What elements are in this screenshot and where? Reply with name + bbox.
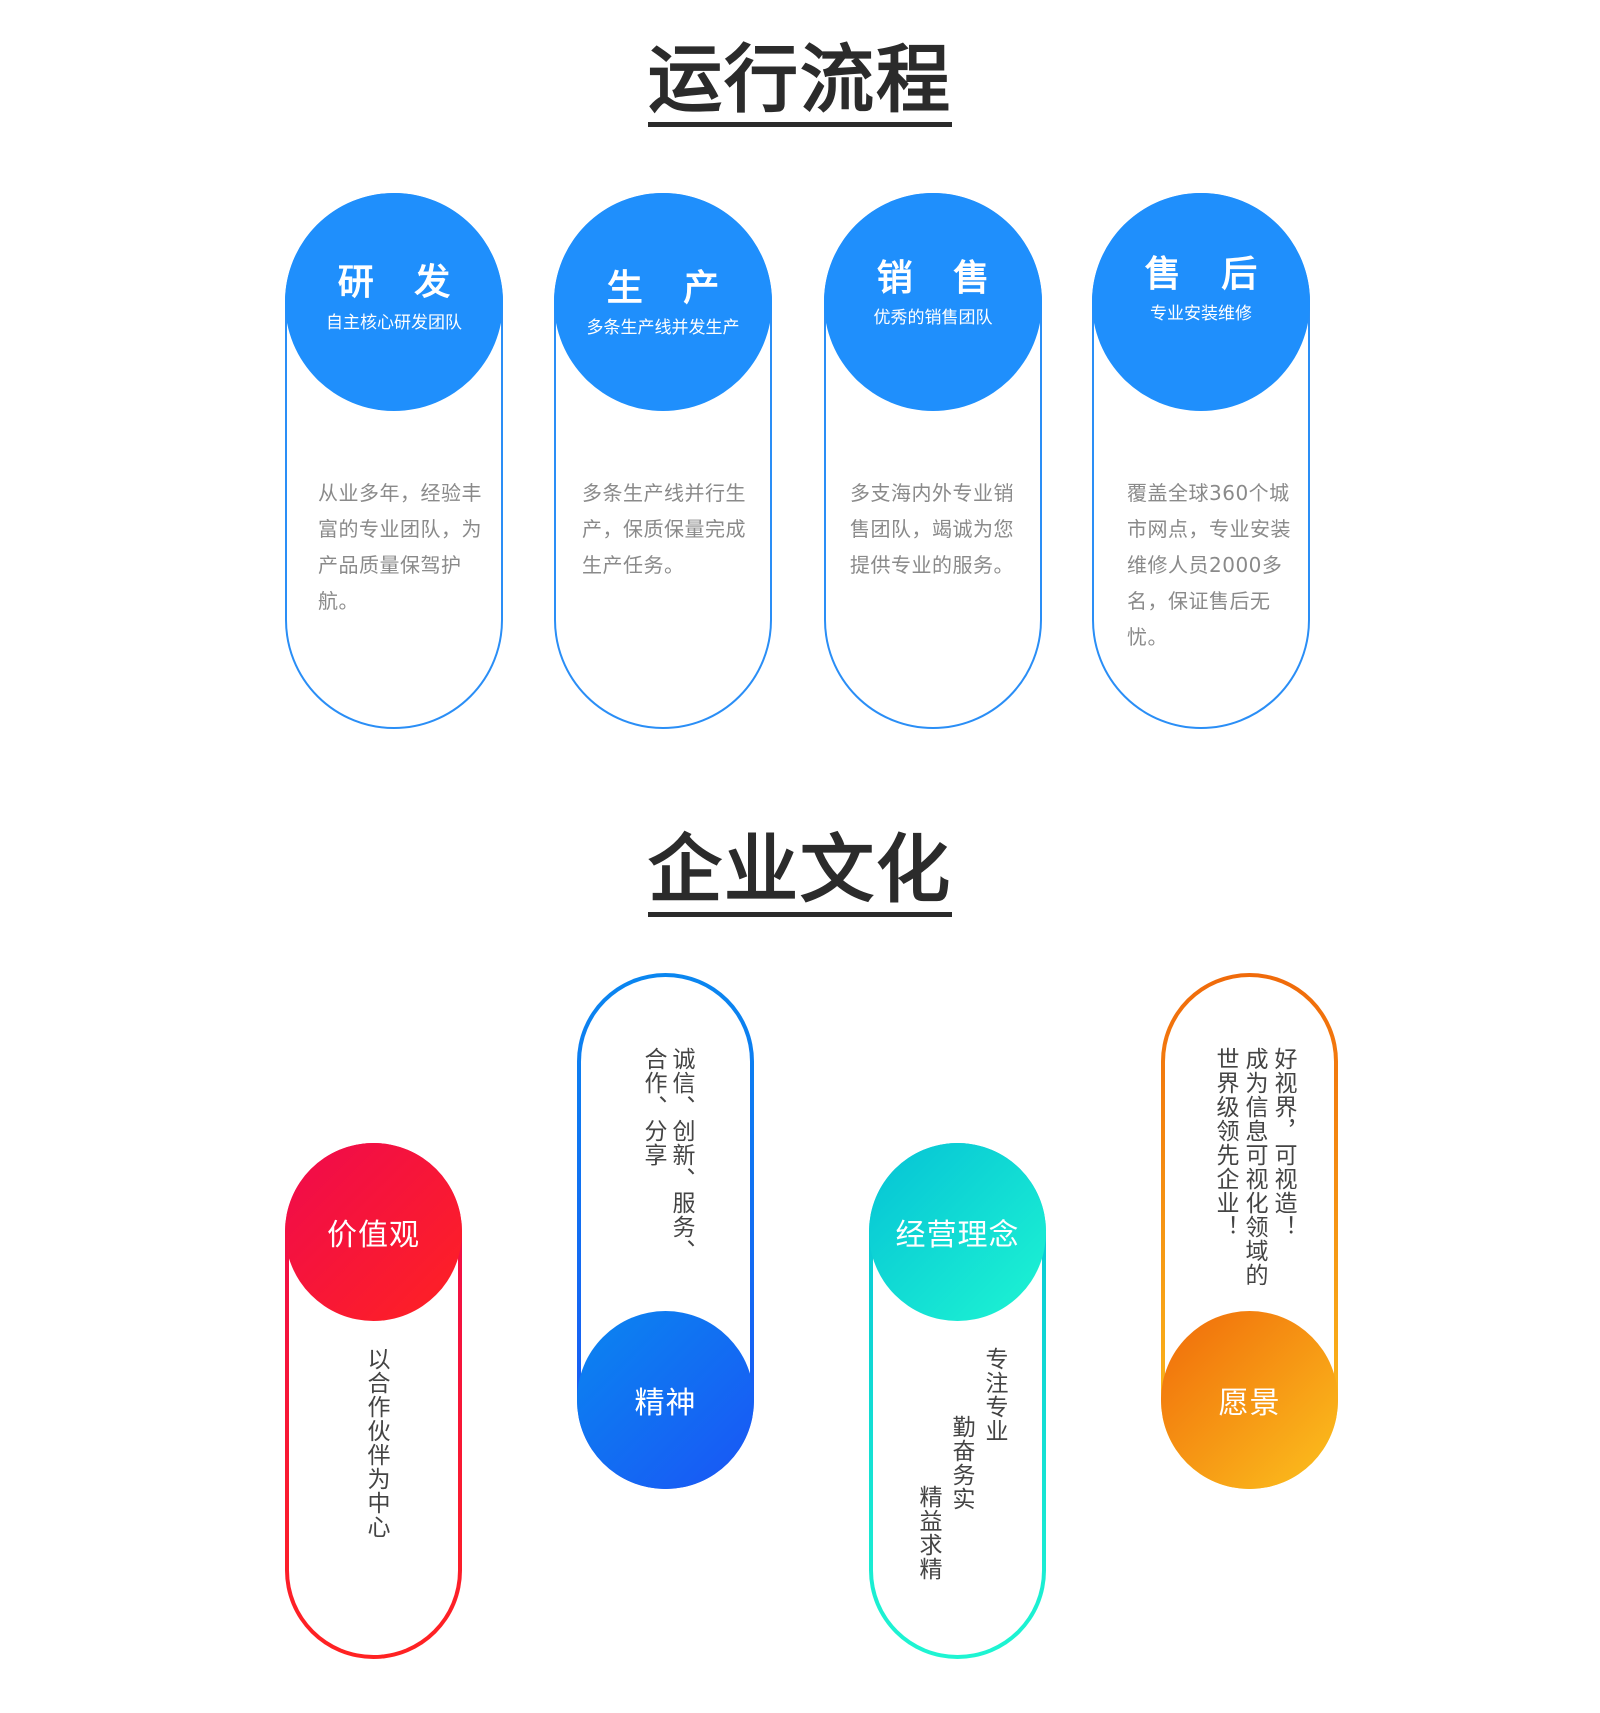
card-body: 从业多年，经验丰富的专业团队，为产品质量保驾护航。 (318, 481, 482, 613)
philosophy-disc: 经营理念 (869, 1143, 1046, 1321)
card-body: 多条生产线并行生产，保质保量完成生产任务。 (582, 481, 746, 577)
vision-text-line: 世界级领先企业！ (1212, 1047, 1238, 1239)
card-subtitle: 优秀的销售团队 (873, 308, 993, 328)
card-subtitle: 多条生产线并发生产 (586, 318, 740, 338)
vision-disc: 愿景 (1161, 1311, 1338, 1489)
spirit-label: 精神 (634, 1386, 697, 1421)
values-label: 价值观 (327, 1218, 420, 1253)
culture-pill-spirit: 诚信、创新、服务、 合作、分享 精神 (577, 973, 754, 1489)
culture-pill-vision: 好视界，可视造！ 成为信息可视化领域的 世界级领先企业！ 愿景 (1161, 973, 1338, 1489)
card-header-circle: 销 售 优秀的销售团队 (824, 193, 1042, 411)
vision-text-line: 好视界，可视造！ (1270, 1047, 1296, 1239)
culture-title-text: 企业文化 (648, 830, 952, 917)
card-header-circle: 研 发 自主核心研发团队 (285, 193, 503, 411)
philosophy-label: 经营理念 (895, 1218, 1020, 1253)
spirit-text-line: 诚信、创新、服务、 (668, 1047, 694, 1263)
card-heading: 生 产 (606, 268, 734, 309)
process-section-title: 运行流程 (0, 40, 1600, 127)
card-header-circle: 售 后 专业安装维修 (1092, 193, 1310, 411)
values-text: 以合作伙伴为中心 (363, 1347, 389, 1539)
culture-pill-values: 价值观 以合作伙伴为中心 (285, 1143, 462, 1659)
philosophy-text-line: 勤奋务实 (948, 1415, 974, 1511)
card-header-circle: 生 产 多条生产线并发生产 (554, 193, 772, 411)
card-body: 覆盖全球360个城市网点，专业安装维修人员2000多名，保证售后无忧。 (1127, 481, 1291, 649)
vision-text-line: 成为信息可视化领域的 (1241, 1047, 1267, 1287)
philosophy-text-line: 精益求精 (915, 1485, 941, 1581)
process-card-sales: 销 售 优秀的销售团队 多支海内外专业销售团队，竭诚为您提供专业的服务。 (824, 193, 1042, 729)
values-disc: 价值观 (285, 1143, 462, 1321)
card-subtitle: 自主核心研发团队 (326, 313, 462, 333)
culture-section-title: 企业文化 (0, 830, 1600, 917)
spirit-disc: 精神 (577, 1311, 754, 1489)
process-card-rd: 研 发 自主核心研发团队 从业多年，经验丰富的专业团队，为产品质量保驾护航。 (285, 193, 503, 729)
process-title-text: 运行流程 (648, 40, 952, 127)
philosophy-text-line: 专注专业 (981, 1347, 1007, 1443)
card-body: 多支海内外专业销售团队，竭诚为您提供专业的服务。 (850, 481, 1014, 577)
process-card-production: 生 产 多条生产线并发生产 多条生产线并行生产，保质保量完成生产任务。 (554, 193, 772, 729)
card-heading: 研 发 (337, 262, 465, 303)
culture-pill-philosophy: 经营理念 专注专业 勤奋务实 精益求精 (869, 1143, 1046, 1659)
card-heading: 销 售 (876, 258, 1004, 299)
vision-label: 愿景 (1218, 1386, 1281, 1421)
card-subtitle: 专业安装维修 (1150, 304, 1252, 324)
card-heading: 售 后 (1144, 254, 1272, 295)
process-card-aftersales: 售 后 专业安装维修 覆盖全球360个城市网点，专业安装维修人员2000多名，保… (1092, 193, 1310, 729)
spirit-text-line: 合作、分享 (640, 1047, 666, 1167)
